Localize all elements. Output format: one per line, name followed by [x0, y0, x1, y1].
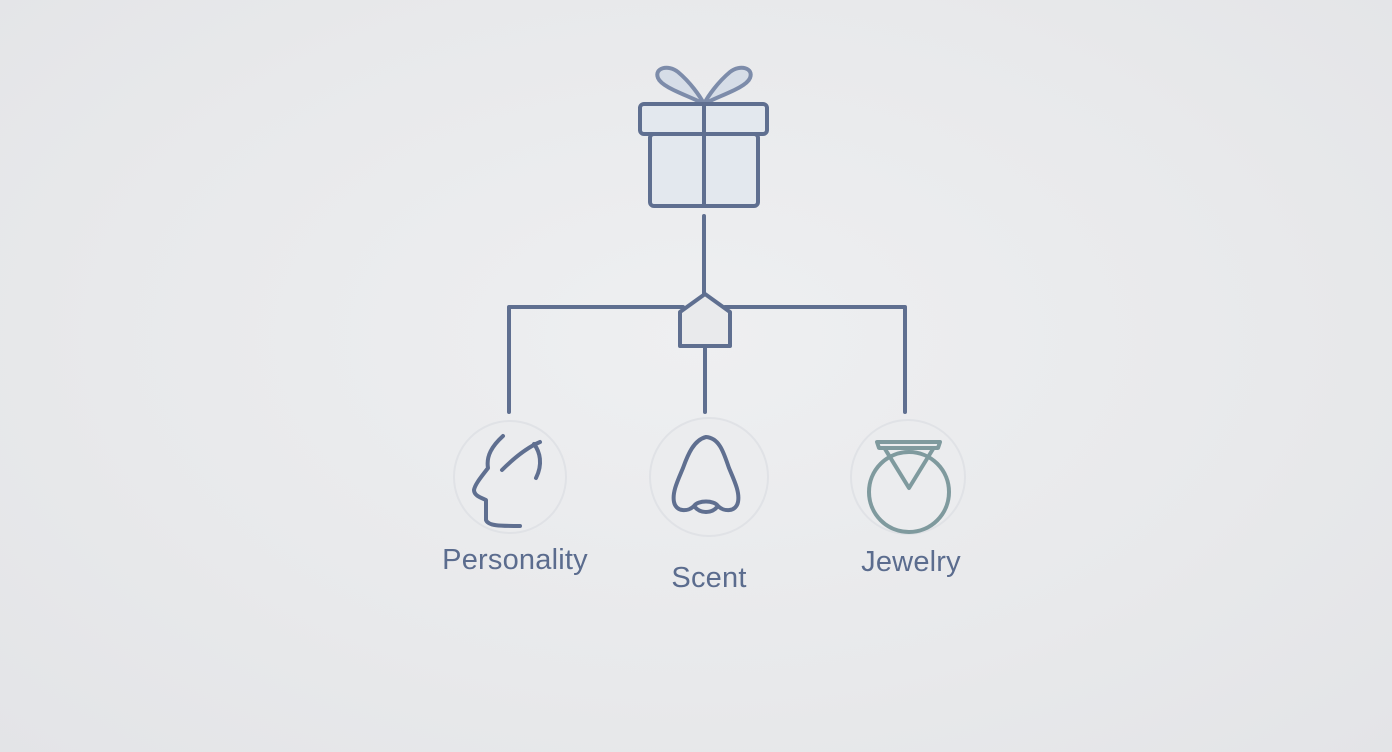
right-connector — [723, 305, 907, 414]
branch-label-jewelry: Jewelry — [861, 546, 961, 578]
connector-lines — [507, 214, 907, 414]
nose-icon — [671, 435, 741, 514]
house-node-icon — [678, 292, 732, 348]
branch-label-personality: Personality — [442, 544, 588, 576]
gift-icon — [638, 65, 769, 208]
left-connector — [507, 305, 685, 414]
ring-icon — [867, 440, 951, 534]
branch-label-scent: Scent — [671, 562, 747, 594]
personality-circle — [453, 420, 567, 534]
head-profile-icon — [472, 434, 543, 528]
